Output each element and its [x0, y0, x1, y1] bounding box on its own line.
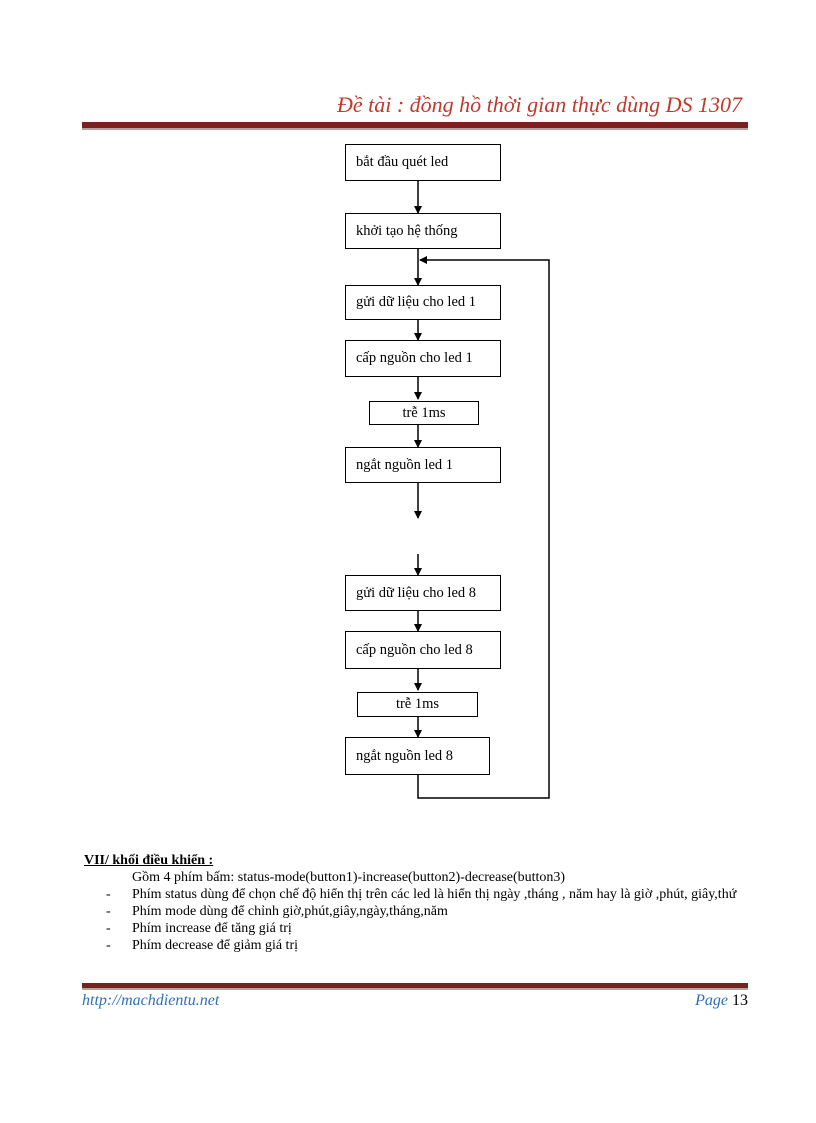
loop-back-line — [417, 256, 550, 799]
list-item: - Phím mode dùng để chỉnh giờ,phút,giây,… — [84, 903, 754, 920]
footer-rule — [82, 983, 748, 988]
bullet-list: - Phím status dùng để chọn chế độ hiển t… — [84, 886, 754, 954]
step-power-led1: cấp nguồn cho led 1 — [345, 340, 501, 377]
step-init-system: khởi tạo hệ thống — [345, 213, 501, 249]
step-label: gửi dữ liệu cho led 8 — [356, 584, 477, 601]
bullet-dash: - — [106, 921, 111, 936]
step-label: trễ 1ms — [395, 696, 440, 713]
section-title: VII/ khối điều khiển : — [84, 853, 214, 868]
list-item: - Phím status dùng để chọn chế độ hiển t… — [84, 886, 754, 903]
step-delay-8: trễ 1ms — [357, 692, 478, 717]
flowchart-connectors — [414, 181, 550, 799]
step-cut-power-led8: ngắt nguồn led 8 — [345, 737, 490, 775]
control-block-section: VII/ khối điều khiển : Gồm 4 phím bấm: s… — [84, 852, 754, 954]
step-delay-1: trễ 1ms — [369, 401, 479, 425]
list-item: - Phím decrease để giảm giá trị — [84, 937, 754, 954]
step-label: gửi dữ liệu cho led 1 — [356, 294, 477, 311]
step-label: trễ 1ms — [402, 404, 446, 421]
step-label: khởi tạo hệ thống — [356, 222, 458, 239]
page-number: 13 — [732, 992, 748, 1009]
step-send-data-led8: gửi dữ liệu cho led 8 — [345, 575, 501, 611]
step-label: bắt đầu quét led — [356, 154, 449, 171]
bullet-dash: - — [106, 938, 111, 953]
step-send-data-led1: gửi dữ liệu cho led 1 — [345, 285, 501, 320]
header-rule — [82, 122, 748, 128]
document-header-title: Đề tài : đồng hồ thời gian thực dùng DS … — [336, 92, 742, 117]
step-label: ngắt nguồn led 8 — [356, 747, 454, 764]
step-cut-power-led1: ngắt nguồn led 1 — [345, 447, 501, 483]
page-label: Page — [695, 992, 728, 1009]
bullet-dash: - — [106, 904, 111, 919]
step-label: ngắt nguồn led 1 — [356, 456, 454, 473]
bullet-text: Phím mode dùng để chỉnh giờ,phút,giây,ng… — [132, 904, 448, 919]
step-power-led8: cấp nguồn cho led 8 — [345, 631, 501, 669]
bullet-text: Phím increase để tăng giá trị — [132, 921, 292, 936]
list-item: - Phím increase để tăng giá trị — [84, 920, 754, 937]
bullet-text: Phím decrease để giảm giá trị — [132, 938, 298, 953]
step-label: cấp nguồn cho led 1 — [356, 350, 473, 367]
step-label: cấp nguồn cho led 8 — [356, 641, 473, 658]
bullet-text: Phím status dùng để chọn chế độ hiển thị… — [132, 887, 737, 902]
footer-page-number: Page 13 — [695, 992, 748, 1010]
step-start-scan: bắt đầu quét led — [345, 144, 501, 181]
bullet-dash: - — [106, 887, 111, 902]
footer-website-link[interactable]: http://machdientu.net — [82, 992, 220, 1009]
section-intro: Gồm 4 phím bấm: status-mode(button1)-inc… — [132, 870, 566, 885]
